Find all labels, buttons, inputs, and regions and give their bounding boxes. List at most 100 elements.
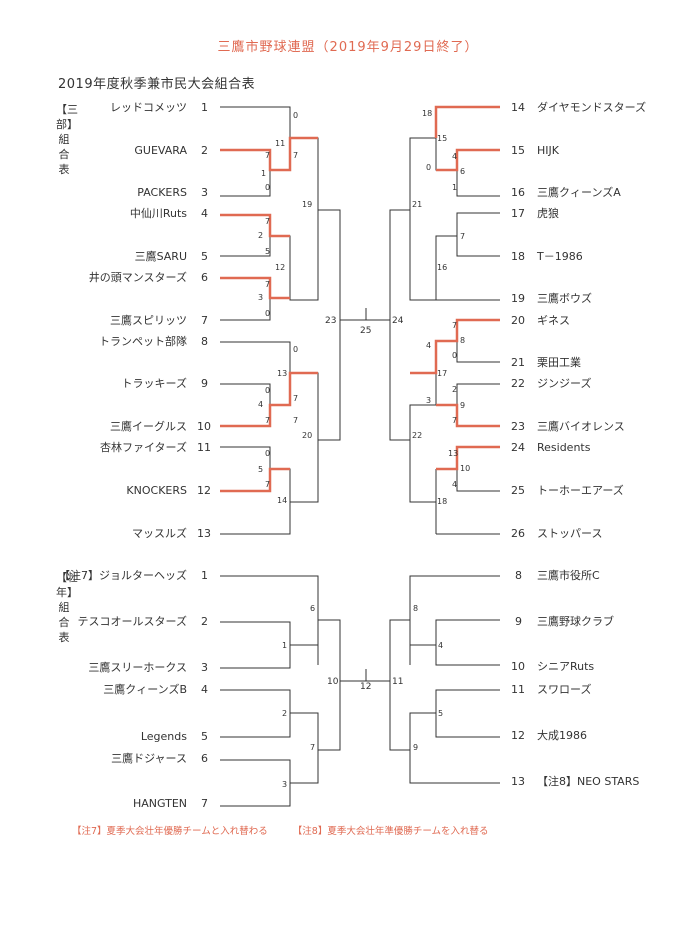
- left-team-name: 三鷹イーグルス: [110, 420, 187, 433]
- match-number: 18: [437, 497, 447, 506]
- left-team-name: HANGTEN: [132, 797, 187, 810]
- right-team-name: シニアRuts: [537, 660, 595, 673]
- match-number: 3: [282, 780, 287, 789]
- match-number: 1: [261, 169, 266, 178]
- right-team-seed: 17: [511, 207, 525, 220]
- right-team-seed: 19: [511, 292, 525, 305]
- right-team-seed: 16: [511, 186, 525, 199]
- left-team-seed: 9: [201, 377, 208, 390]
- match-number: 0: [293, 345, 298, 354]
- left-team-seed: 3: [201, 186, 208, 199]
- match-number: 7: [452, 416, 457, 425]
- match-number: 0: [426, 163, 431, 172]
- right-team-seed: 11: [511, 683, 525, 696]
- right-team-seed: 10: [511, 660, 525, 673]
- left-team-name: トラッキーズ: [121, 377, 187, 390]
- match-number: 18: [422, 109, 432, 118]
- left-team-name: 三鷹ドジャース: [111, 752, 187, 765]
- left-team-seed: 1: [201, 101, 208, 114]
- match-number: 7: [265, 280, 270, 289]
- match-number: 8: [460, 336, 465, 345]
- right-team-name: ストッパース: [537, 527, 603, 540]
- match-number: 7: [293, 151, 298, 160]
- match-number: 23: [325, 316, 336, 326]
- right-team-seed: 20: [511, 314, 525, 327]
- match-number: 13: [448, 449, 458, 458]
- match-number: 1: [452, 183, 457, 192]
- left-team-seed: 4: [201, 207, 208, 220]
- right-team-seed: 24: [511, 441, 525, 454]
- left-team-seed: 11: [197, 441, 211, 454]
- right-team-name: ダイヤモンドスターズ: [537, 101, 647, 114]
- right-team-seed: 15: [511, 144, 525, 157]
- match-number: 4: [452, 480, 457, 489]
- footnote-8: 【注8】夏季大会壮年準優勝チームを入れ替る: [292, 826, 489, 837]
- match-number: 7: [265, 416, 270, 425]
- match-number: 6: [310, 604, 315, 613]
- right-team-name: 虎狼: [537, 207, 559, 220]
- left-team-name: 【注7】ジョルターヘッズ: [59, 569, 187, 582]
- match-number: 10: [460, 464, 470, 473]
- right-team-name: 三鷹野球クラブ: [537, 615, 614, 628]
- left-team-seed: 2: [201, 144, 208, 157]
- right-team-name: 三鷹クィーンズA: [537, 186, 621, 199]
- match-number: 2: [258, 231, 263, 240]
- match-number: 22: [412, 431, 422, 440]
- match-number: 5: [438, 709, 443, 718]
- match-number: 10: [327, 677, 339, 687]
- left-team-seed: 8: [201, 335, 208, 348]
- left-team-name: マッスルズ: [132, 527, 187, 540]
- match-number: 7: [293, 416, 298, 425]
- left-team-seed: 1: [201, 569, 208, 582]
- left-team-name: 中仙川Ruts: [129, 207, 187, 220]
- left-team-seed: 7: [201, 314, 208, 327]
- match-number: 12: [360, 682, 371, 692]
- right-team-seed: 22: [511, 377, 525, 390]
- left-team-seed: 5: [201, 250, 208, 263]
- match-number: 17: [437, 369, 447, 378]
- match-number: 9: [460, 401, 465, 410]
- right-team-name: 三鷹ボウズ: [537, 292, 592, 305]
- match-number: 0: [265, 183, 270, 192]
- left-team-name: 杏林ファイターズ: [99, 441, 187, 454]
- match-number: 4: [438, 641, 443, 650]
- footnotes: 【注7】夏季大会壮年優勝チームと入れ替わる 【注8】夏季大会壮年準優勝チームを入…: [72, 823, 511, 837]
- match-number: 14: [277, 496, 287, 505]
- left-team-seed: 7: [201, 797, 208, 810]
- left-team-name: 三鷹SARU: [134, 250, 187, 263]
- match-number: 7: [265, 480, 270, 489]
- left-team-seed: 6: [201, 752, 208, 765]
- match-number: 3: [426, 396, 431, 405]
- right-team-name: ギネス: [537, 314, 570, 327]
- match-number: 3: [258, 293, 263, 302]
- match-number: 7: [310, 743, 315, 752]
- left-team-name: KNOCKERS: [126, 484, 187, 497]
- right-team-name: トーホーエアーズ: [537, 484, 624, 497]
- match-number: 25: [360, 326, 371, 336]
- section-title: 2019年度秋季兼市民大会組合表: [58, 77, 256, 92]
- left-team-seed: 3: [201, 661, 208, 674]
- left-team-name: 三鷹クィーンズB: [103, 683, 187, 696]
- match-number: 11: [275, 139, 285, 148]
- page-title: 三鷹市野球連盟（2019年9月29日終了）: [217, 40, 479, 55]
- left-team-seed: 5: [201, 730, 208, 743]
- match-number: 7: [265, 151, 270, 160]
- match-number: 0: [293, 111, 298, 120]
- match-number: 5: [258, 465, 263, 474]
- right-team-seed: 8: [515, 569, 522, 582]
- match-number: 7: [460, 232, 465, 241]
- match-number: 2: [282, 709, 287, 718]
- right-team-seed: 12: [511, 729, 525, 742]
- right-team-name: T－1986: [537, 250, 583, 263]
- match-number: 21: [412, 200, 422, 209]
- match-number: 0: [265, 309, 270, 318]
- left-team-name: 三鷹スリーホークス: [88, 661, 187, 674]
- match-number: 4: [426, 341, 431, 350]
- left-team-seed: 12: [197, 484, 211, 497]
- match-number: 7: [265, 217, 270, 226]
- right-team-name: Residents: [537, 441, 591, 454]
- right-team-name: 三鷹バイオレンス: [537, 420, 625, 433]
- left-team-name: レッドコメッツ: [110, 101, 187, 114]
- right-team-seed: 26: [511, 527, 525, 540]
